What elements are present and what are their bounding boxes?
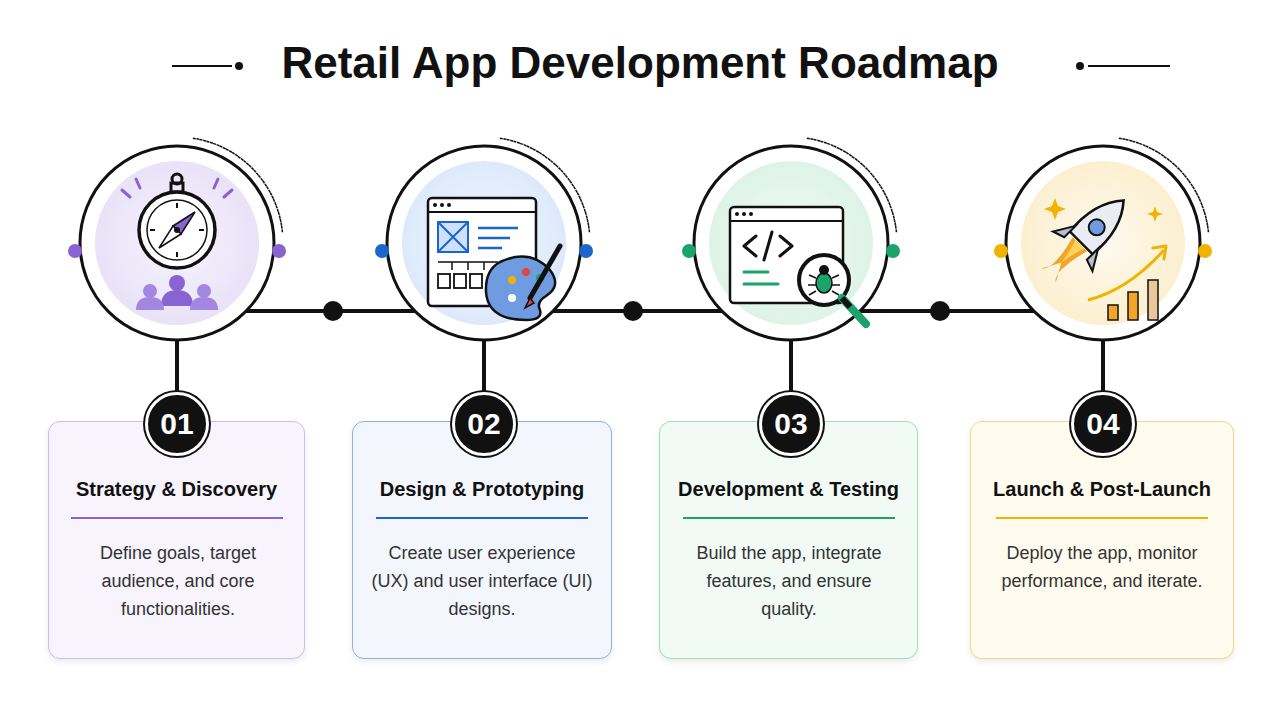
connector-stem: [482, 339, 486, 400]
heading-rule: [376, 517, 588, 519]
title-dot: [1076, 62, 1084, 70]
card-description: Define goals, target audience, and core …: [67, 539, 289, 623]
title-rule: [1088, 65, 1170, 67]
timeline-dot: [323, 301, 343, 321]
heading-rule: [683, 517, 895, 519]
phase-circle: [375, 138, 593, 340]
phase-card: Design & PrototypingCreate user experien…: [352, 421, 612, 659]
heading-rule: [71, 517, 283, 519]
title: Retail App Development Roadmap: [281, 38, 998, 87]
phase-circle: [994, 138, 1212, 340]
compass-icon: [122, 174, 232, 310]
phase-card: Launch & Post-LaunchDeploy the app, moni…: [970, 421, 1234, 659]
step-number: 03: [759, 392, 823, 456]
card-heading: Development & Testing: [678, 478, 899, 501]
connector-stem: [789, 339, 793, 400]
title-dot: [235, 62, 243, 70]
step-number-text: 02: [467, 407, 500, 441]
heading-rule: [996, 517, 1208, 519]
timeline-dot: [930, 301, 950, 321]
card-heading: Launch & Post-Launch: [989, 478, 1215, 501]
phase-circle: [682, 138, 900, 340]
launch-icon: [1029, 181, 1166, 320]
title-block: Retail App Development Roadmap: [0, 38, 1280, 88]
step-number: 01: [145, 392, 209, 456]
step-number-text: 04: [1086, 407, 1119, 441]
timeline: [177, 301, 1103, 400]
code-icon: [730, 207, 866, 324]
title-rule: [172, 65, 232, 67]
card-description: Build the app, integrate features, and e…: [678, 539, 900, 623]
phase-card: Development & TestingBuild the app, inte…: [659, 421, 918, 659]
connector-stem: [175, 339, 179, 400]
design-icon: [428, 198, 560, 320]
step-number: 04: [1071, 392, 1135, 456]
card-heading: Design & Prototyping: [371, 478, 593, 501]
phase-circle: [68, 138, 286, 340]
card-description: Create user experience (UX) and user int…: [371, 539, 593, 623]
phase-circles: [68, 138, 1212, 340]
card-heading: Strategy & Discovery: [67, 478, 286, 501]
step-number-text: 01: [160, 407, 193, 441]
card-description: Deploy the app, monitor performance, and…: [991, 539, 1213, 595]
phase-card: Strategy & DiscoveryDefine goals, target…: [48, 421, 305, 659]
connector-stem: [1101, 339, 1105, 400]
timeline-dot: [623, 301, 643, 321]
step-number: 02: [452, 392, 516, 456]
step-number-text: 03: [774, 407, 807, 441]
